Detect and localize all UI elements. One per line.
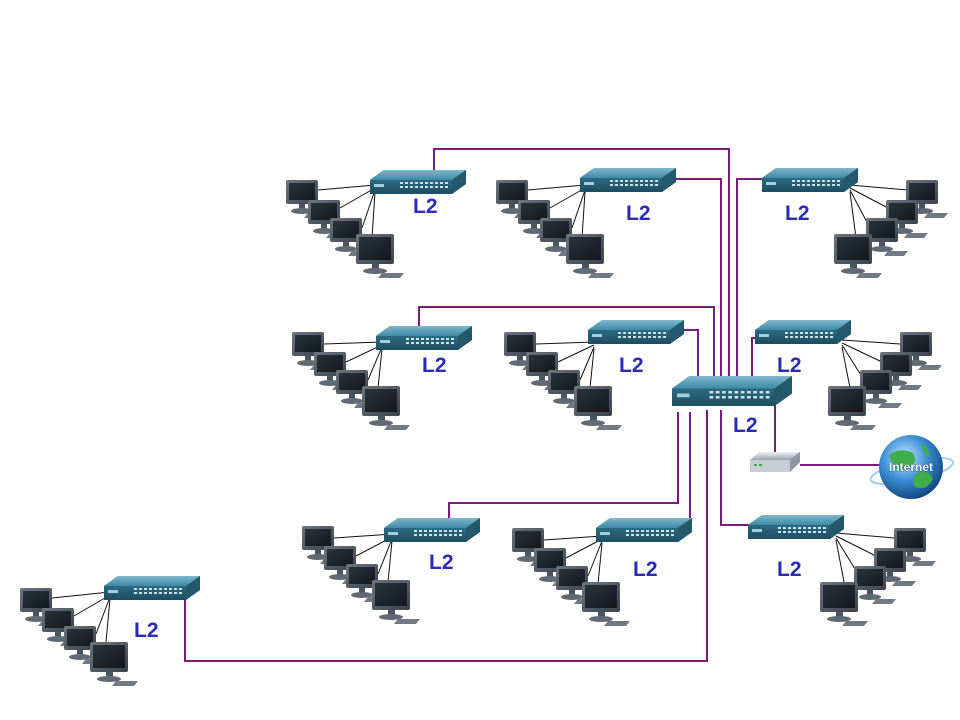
switch-icon[interactable] [762, 168, 858, 192]
internet-globe-icon[interactable]: Internet [869, 435, 955, 499]
switch-icon[interactable] [104, 576, 200, 600]
workgroup-4: L2 [292, 326, 472, 430]
uplink-cable [751, 337, 765, 380]
switch-icon[interactable] [580, 168, 676, 192]
switch-icon[interactable] [596, 518, 692, 542]
switch-label: L2 [626, 202, 651, 225]
computer-icon[interactable] [372, 580, 420, 624]
switch-label: L2 [633, 558, 658, 581]
computer-icon[interactable] [356, 234, 404, 278]
switch-label: L2 [429, 551, 454, 574]
switch-icon[interactable] [588, 320, 684, 344]
computer-icon[interactable] [362, 386, 410, 430]
computer-icon[interactable] [582, 582, 630, 626]
switch-label: L2 [733, 414, 758, 437]
computer-icon[interactable] [574, 386, 622, 430]
workgroup-10: L2 [20, 576, 200, 686]
workgroup-8: L2 [512, 518, 692, 626]
switch-label: L2 [134, 619, 159, 642]
switch-icon[interactable] [748, 515, 844, 539]
internet-label: Internet [889, 460, 933, 474]
workgroup-9: L2 [748, 515, 936, 626]
computer-icon[interactable] [566, 234, 614, 278]
core-switch-icon[interactable] [672, 376, 792, 406]
workgroup-7: L2 [302, 518, 480, 624]
workgroup-2: L2 [496, 168, 676, 278]
uplink-cable [683, 329, 699, 392]
switch-label: L2 [785, 202, 810, 225]
switch-label: L2 [777, 558, 802, 581]
switch-label: L2 [777, 354, 802, 377]
switch-icon[interactable] [370, 170, 466, 194]
switch-icon[interactable] [384, 518, 480, 542]
workgroup-1: L2 [286, 170, 466, 278]
router-icon[interactable] [750, 452, 800, 472]
switch-label: L2 [413, 195, 438, 218]
switch-icon[interactable] [376, 326, 472, 350]
uplink-cable [736, 178, 770, 383]
uplink-cable [448, 412, 679, 520]
uplink-cable [418, 306, 715, 390]
workgroup-5: L2 [504, 320, 684, 430]
uplink-cable [433, 148, 730, 385]
switch-label: L2 [422, 354, 447, 377]
core-switch-group: L2 [672, 376, 792, 437]
computer-icon[interactable] [90, 642, 138, 686]
switch-label: L2 [619, 354, 644, 377]
workgroup-6: L2 [755, 320, 942, 430]
uplink-cable [720, 410, 754, 526]
uplink-cable [672, 178, 722, 385]
workgroup-3: L2 [762, 168, 948, 278]
switch-icon[interactable] [755, 320, 851, 344]
uplink-cable [184, 410, 708, 662]
